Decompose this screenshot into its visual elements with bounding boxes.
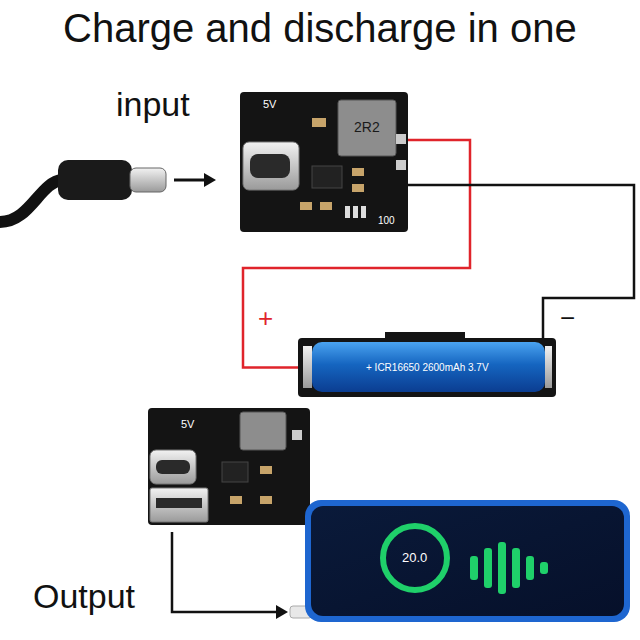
- battery-holder: + ICR16650 2600mAh 3.7V: [298, 338, 556, 397]
- phone: 20.0: [305, 500, 630, 622]
- polarity-label: +: [256, 304, 275, 333]
- battery-marking: + ICR16650 2600mAh 3.7V: [366, 362, 489, 373]
- wire-line: [408, 185, 634, 338]
- input-label: input: [116, 86, 190, 123]
- silkscreen-text: 5V: [181, 418, 194, 430]
- diagram-title: Charge and discharge in one: [63, 6, 577, 50]
- silkscreen-text: 100: [378, 215, 395, 226]
- inductor-marking: 2R2: [354, 120, 380, 135]
- output-board: 5V: [148, 408, 310, 525]
- wire-line: [243, 140, 470, 368]
- charge-readout: 20.0: [402, 551, 427, 565]
- polarity-label: −: [558, 304, 577, 333]
- output-label: Output: [33, 578, 135, 615]
- silkscreen-text: 5V: [263, 98, 276, 110]
- charger-board: 5V 2R2 100: [240, 92, 408, 232]
- wire: [408, 185, 634, 338]
- wire: [243, 140, 470, 368]
